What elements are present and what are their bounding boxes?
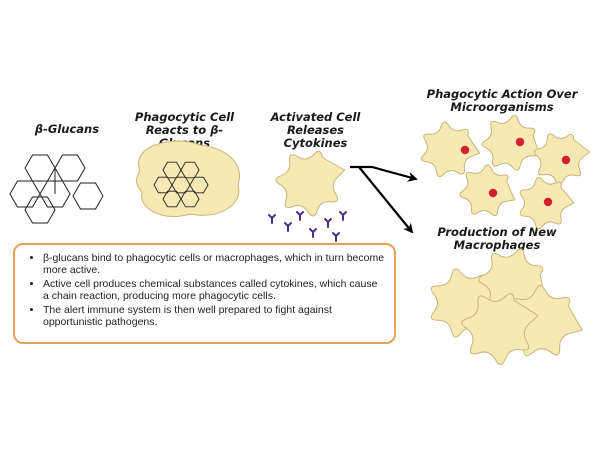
production-macrophages-title-line2: Macrophages [453,238,541,252]
bound-glucan-hexagon-5 [189,176,209,194]
bound-glucan-hexagon-4 [171,176,191,194]
activated-cell-title-line2: Releases Cytokines [283,123,348,150]
activated-cell-title-line1: Activated Cell [270,110,361,124]
summary-list: β-glucans bind to phagocytic cells or ma… [29,252,386,329]
phagocytic-action-title-line2: Microorganisms [450,100,554,114]
microorganism-1 [460,145,470,155]
microorganism-4 [488,188,498,198]
bound-glucan-hexagon-6 [162,190,182,208]
phagocytic-cell-with-glucans [136,140,240,218]
glucan-hexagon-5 [72,182,104,210]
cytokine-5 [324,218,332,228]
phagocytic-cell-body [136,140,240,218]
microorganism-5 [543,197,553,207]
new-macrophage-4 [461,293,539,366]
phagocytic-action-cell-2 [481,114,540,171]
glucan-hexagon-1 [24,154,56,182]
microorganism-3 [561,155,571,165]
activated-cell-body [275,150,346,217]
bound-glucan-hexagon-3 [153,176,173,194]
phagocytic-action-cell-3 [533,133,590,185]
cytokine-4 [309,228,317,238]
cytokine-7 [332,232,340,242]
glucan-hexagon-4 [39,180,71,208]
bound-glucan-hexagon-7 [180,190,200,208]
cytokine-3 [296,211,304,221]
cytokine-1 [268,214,276,224]
phagocytic-action-cells [421,114,590,230]
glucan-hexagon-2 [54,154,86,182]
phagocytic-action-cell-4 [459,164,516,217]
glucan-hexagon-6 [24,196,56,224]
beta-glucans-title-text: β-Glucans [34,122,100,136]
glucan-hexagon-3 [9,180,41,208]
cytokines [268,211,347,242]
summary-bullet-1: β-glucans bind to phagocytic cells or ma… [43,252,386,277]
summary-bullet-3: The alert immune system is then well pre… [43,304,386,329]
cytokine-6 [339,211,347,221]
beta-glucans-title: β-Glucans [22,123,112,136]
microorganism-2 [515,137,525,147]
activated-cell [275,150,346,217]
new-macrophage-cells [430,248,583,366]
arrow-to-phagocytic-action [350,165,418,182]
phagocytic-action-title-line1: Phagocytic Action Over [426,87,578,101]
phagocytic-action-title: Phagocytic Action Over Microorganisms [422,88,582,114]
activated-cell-title: Activated Cell Releases Cytokines [258,111,373,150]
phagocytic-cell-reacts-title-line1: Phagocytic Cell [134,110,235,124]
cytokine-2 [284,222,292,232]
beta-glucan-molecules [9,154,104,224]
summary-box: β-glucans bind to phagocytic cells or ma… [13,243,396,344]
production-macrophages-title: Production of New Macrophages [432,226,562,252]
summary-bullet-2: Active cell produces chemical substances… [43,278,386,303]
production-macrophages-title-line1: Production of New [437,225,557,239]
arrow-to-new-macrophages [358,166,414,234]
branching-arrows [350,165,418,234]
phagocytic-action-cell-1 [421,121,481,178]
